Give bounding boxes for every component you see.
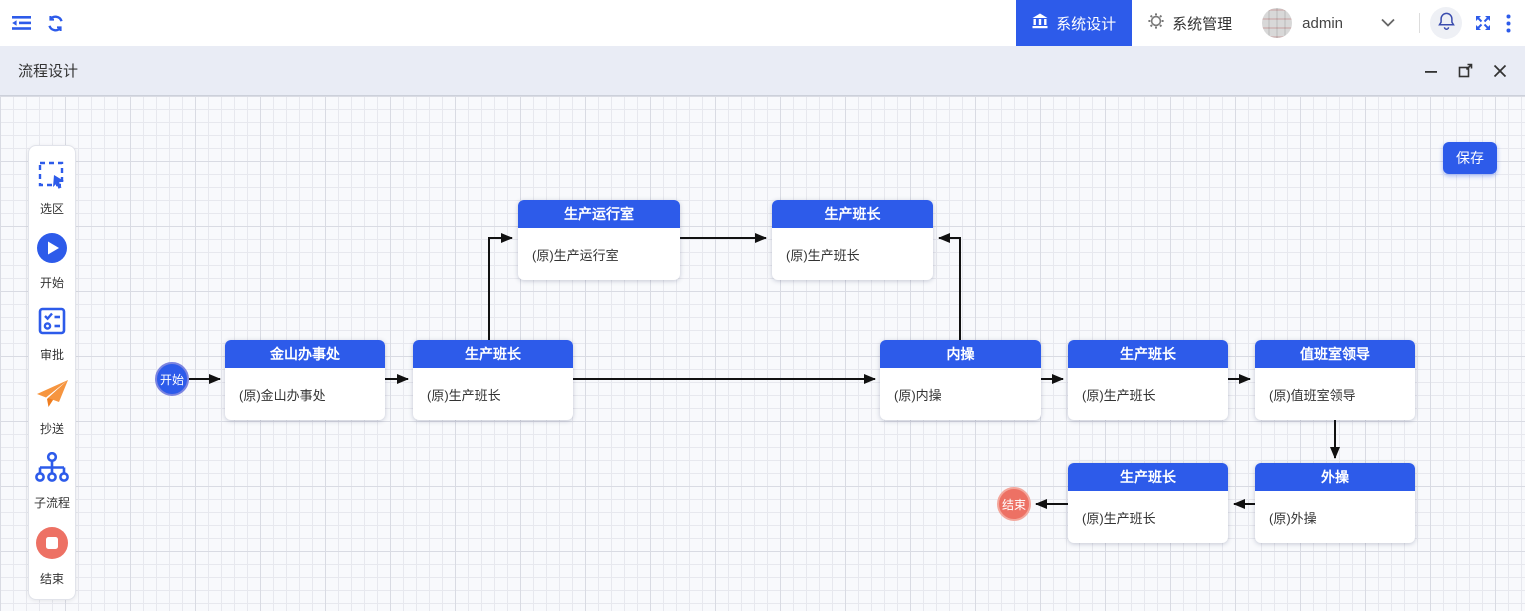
more-dots-icon[interactable] [1506, 14, 1511, 33]
flow-node-shift-leader-bottom[interactable]: 生产班长 (原)生产班长 [1068, 463, 1228, 543]
user-menu[interactable]: admin [1248, 0, 1409, 46]
node-title: 金山办事处 [225, 340, 385, 368]
flow-node-jinshan-office[interactable]: 金山办事处 (原)金山办事处 [225, 340, 385, 420]
node-subtitle: (原)生产班长 [1082, 387, 1156, 403]
bank-icon [1032, 13, 1048, 33]
node-subtitle: (原)外操 [1269, 510, 1317, 526]
tool-approval[interactable]: 审批 [37, 306, 67, 363]
tool-cc[interactable]: 抄送 [35, 378, 69, 437]
play-circle-icon [36, 232, 68, 269]
tool-label: 子流程 [33, 496, 70, 510]
node-title: 内操 [880, 340, 1041, 368]
refresh-icon[interactable] [47, 15, 64, 32]
gear-icon [1148, 13, 1164, 33]
tab-label: 系统管理 [1172, 15, 1233, 33]
node-title: 值班室领导 [1255, 340, 1415, 368]
node-title: 外操 [1255, 463, 1415, 491]
panel-header: 流程设计 [0, 46, 1525, 96]
notification-button[interactable] [1430, 7, 1462, 39]
node-subtitle: (原)生产运行室 [532, 247, 619, 263]
node-subtitle: (原)生产班长 [786, 247, 860, 263]
flow-node-inside-operator[interactable]: 内操 (原)内操 [880, 340, 1041, 420]
tool-subflow[interactable]: 子流程 [33, 451, 70, 511]
flow-node-outside-operator[interactable]: 外操 (原)外操 [1255, 463, 1415, 543]
tool-label: 抄送 [39, 422, 64, 436]
minimize-icon[interactable] [1424, 64, 1438, 78]
start-node[interactable]: 开始 [155, 362, 189, 396]
flow-node-production-ops-room[interactable]: 生产运行室 (原)生产运行室 [518, 200, 680, 280]
checklist-icon [37, 306, 67, 341]
flow-node-shift-leader-2[interactable]: 生产班长 (原)生产班长 [1068, 340, 1228, 420]
node-subtitle: (原)值班室领导 [1269, 387, 1356, 403]
node-title: 生产班长 [772, 200, 933, 228]
panel-title: 流程设计 [18, 63, 79, 80]
tool-label: 开始 [39, 276, 64, 290]
close-icon[interactable] [1493, 64, 1507, 78]
avatar [1262, 8, 1293, 38]
node-title: 生产运行室 [518, 200, 680, 228]
save-button[interactable]: 保存 [1443, 142, 1497, 174]
node-subtitle: (原)生产班长 [1082, 510, 1156, 526]
flow-canvas[interactable]: 选区 开始 审批 抄送 子流程 [0, 96, 1525, 611]
marquee-select-icon [37, 160, 67, 195]
tool-end[interactable]: 结束 [35, 526, 69, 587]
start-node-label: 开始 [159, 372, 184, 387]
node-subtitle: (原)金山办事处 [239, 387, 326, 403]
tool-select-area[interactable]: 选区 [37, 160, 67, 217]
node-subtitle: (原)生产班长 [427, 387, 501, 403]
end-node-label: 结束 [1001, 497, 1026, 512]
node-title: 生产班长 [413, 340, 573, 368]
node-subtitle: (原)内操 [894, 387, 942, 403]
end-node[interactable]: 结束 [997, 487, 1031, 521]
stop-circle-icon [35, 526, 69, 565]
subflow-tree-icon [35, 451, 69, 489]
username: admin [1302, 14, 1343, 32]
tool-palette: 选区 开始 审批 抄送 子流程 [28, 145, 76, 600]
restore-icon[interactable] [1458, 63, 1473, 78]
tool-start[interactable]: 开始 [36, 232, 68, 291]
divider [1419, 13, 1420, 33]
flow-node-duty-room-leader[interactable]: 值班室领导 (原)值班室领导 [1255, 340, 1415, 420]
tool-label: 审批 [39, 348, 64, 362]
paper-plane-icon [35, 378, 69, 415]
tab-system-management[interactable]: 系统管理 [1132, 0, 1248, 46]
fullscreen-icon[interactable] [1474, 14, 1492, 32]
node-title: 生产班长 [1068, 340, 1228, 368]
chevron-down-icon [1381, 14, 1395, 32]
tool-label: 选区 [39, 202, 64, 216]
tool-label: 结束 [39, 572, 64, 586]
menu-fold-icon[interactable] [12, 15, 31, 31]
node-title: 生产班长 [1068, 463, 1228, 491]
top-navbar: 系统设计 系统管理 admin [0, 0, 1525, 46]
bell-icon [1437, 12, 1455, 35]
flow-node-shift-leader-1[interactable]: 生产班长 (原)生产班长 [413, 340, 573, 420]
flow-node-shift-leader-top[interactable]: 生产班长 (原)生产班长 [772, 200, 933, 280]
tab-system-design[interactable]: 系统设计 [1016, 0, 1133, 46]
tab-label: 系统设计 [1056, 15, 1117, 33]
